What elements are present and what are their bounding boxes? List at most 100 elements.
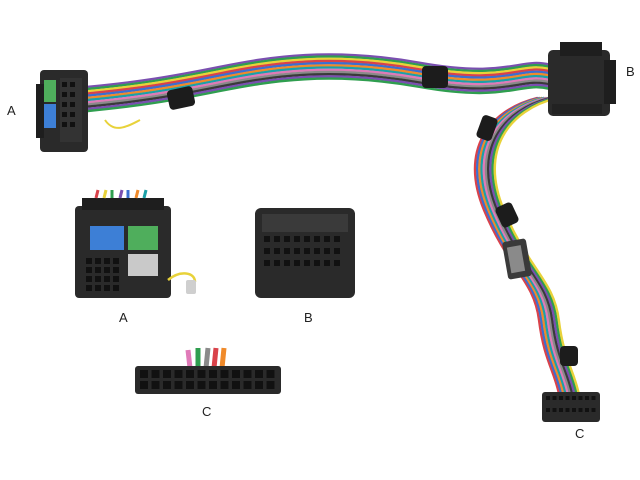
pin — [220, 381, 229, 389]
pin — [334, 260, 340, 266]
wire — [86, 68, 552, 104]
pin — [163, 370, 171, 378]
caption-connector-b: B — [304, 310, 313, 325]
pin — [294, 248, 300, 254]
wire — [86, 66, 552, 102]
pin — [186, 370, 194, 378]
pin — [113, 258, 119, 264]
pin — [151, 381, 160, 389]
pin — [95, 276, 101, 282]
pin — [255, 381, 263, 389]
pin — [552, 396, 557, 400]
wire — [86, 64, 552, 99]
pin — [546, 408, 550, 412]
pin — [324, 260, 330, 266]
wire — [86, 73, 552, 108]
pin — [113, 285, 119, 291]
pin — [591, 396, 596, 400]
label-connector-a: A — [7, 103, 16, 118]
pin — [264, 248, 270, 254]
pin — [95, 258, 101, 264]
connector-a-harness — [36, 70, 88, 152]
pin — [274, 260, 280, 266]
connector-a-wire-stubs — [94, 189, 148, 199]
pin — [294, 260, 300, 266]
connector-c-harness — [542, 392, 600, 422]
pin — [104, 285, 110, 291]
pin — [559, 396, 563, 400]
pin — [86, 276, 92, 282]
pin — [264, 260, 270, 266]
pin — [559, 408, 563, 412]
pin — [174, 381, 183, 389]
pin — [284, 260, 290, 266]
pin — [334, 248, 340, 254]
pin — [304, 248, 310, 254]
pin — [284, 248, 290, 254]
connector-c-wire-stubs — [185, 347, 227, 369]
pin — [274, 248, 280, 254]
caption-connector-c: C — [202, 404, 212, 419]
wire — [86, 75, 552, 110]
pin — [174, 370, 183, 378]
pin — [209, 370, 217, 378]
wire — [86, 62, 552, 97]
pin — [578, 408, 583, 412]
pin — [197, 370, 206, 378]
pin — [186, 381, 194, 389]
pin — [197, 381, 206, 389]
pin — [104, 276, 110, 282]
pin — [565, 396, 570, 400]
pin — [572, 396, 576, 400]
pin — [334, 236, 340, 242]
tape-wrap — [422, 66, 448, 88]
pin — [95, 267, 101, 273]
pin — [151, 370, 160, 378]
pin — [86, 285, 92, 291]
pin — [243, 381, 252, 389]
pin — [314, 248, 320, 254]
pin — [220, 370, 229, 378]
caption-connector-a: A — [119, 310, 128, 325]
tape-wrap — [560, 346, 578, 366]
pin — [232, 370, 240, 378]
antenna-wire — [167, 272, 197, 283]
pin — [113, 276, 119, 282]
pin — [86, 267, 92, 273]
main-wire-bundle — [86, 53, 552, 113]
pin — [274, 236, 280, 242]
pin — [578, 396, 583, 400]
wire — [86, 57, 552, 93]
label-connector-c: C — [575, 426, 585, 441]
pin — [104, 267, 110, 273]
connector-c-detail — [135, 347, 281, 394]
tape-wrap — [166, 86, 196, 110]
pin — [104, 258, 110, 264]
wire — [86, 55, 552, 91]
pin — [552, 408, 557, 412]
antenna-plug — [186, 280, 196, 294]
pin — [314, 260, 320, 266]
pin — [324, 248, 330, 254]
pin — [314, 236, 320, 242]
connector-b-harness — [548, 42, 616, 116]
pin — [95, 285, 101, 291]
pin — [243, 370, 252, 378]
pin — [572, 408, 576, 412]
pin — [585, 408, 589, 412]
pin — [86, 258, 92, 264]
pin — [264, 236, 270, 242]
pin — [304, 236, 310, 242]
pin — [324, 236, 330, 242]
tape-wrap — [495, 202, 519, 228]
pin — [266, 370, 275, 378]
pin — [284, 236, 290, 242]
pin — [209, 381, 217, 389]
yellow-wire — [104, 119, 141, 129]
pin — [546, 396, 550, 400]
wire — [86, 77, 552, 113]
connector-b-detail — [255, 208, 355, 298]
pin — [232, 381, 240, 389]
pin — [304, 260, 310, 266]
